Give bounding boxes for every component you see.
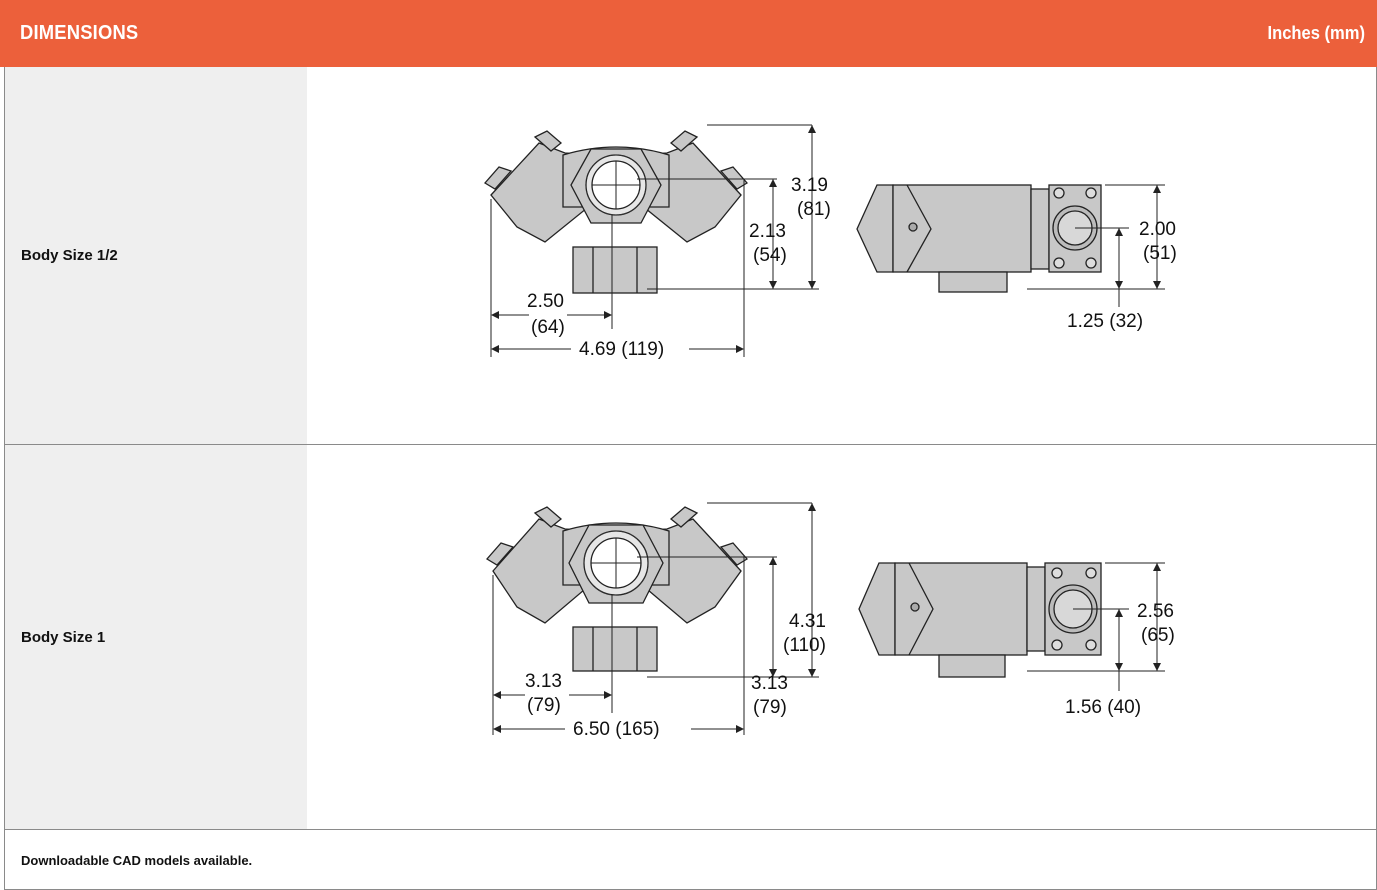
section-title: DIMENSIONS — [20, 22, 139, 44]
table-row: Body Size 1/2 — [5, 67, 1376, 445]
front-arrowheads — [491, 125, 816, 353]
footer-row: Downloadable CAD models available. — [5, 830, 1376, 890]
height-total-label: 4.31 — [789, 611, 826, 632]
dimensions-header: DIMENSIONS Inches (mm) — [0, 0, 1377, 67]
cad-models-note: Downloadable CAD models available. — [21, 852, 253, 868]
front-dimension-lines — [490, 124, 819, 357]
width-total-label: 6.50 (165) — [573, 719, 660, 740]
half-width-label: 3.13 — [525, 671, 562, 692]
drawing-cell: 3.19 (81) 2.13 (54) 2.50 (64) 4.69 (119) — [307, 67, 1376, 444]
half-width-mm-label: (64) — [531, 317, 565, 338]
height-total-mm-label: (110) — [783, 635, 826, 656]
port-center-label: 1.25 (32) — [1067, 311, 1143, 332]
height-total-mm-label: (81) — [797, 199, 831, 220]
width-total-label: 4.69 (119) — [579, 339, 664, 360]
height-center-mm-label: (79) — [753, 697, 787, 718]
height-center-label: 3.13 — [751, 673, 788, 694]
dimension-drawing-body-size-half: 3.19 (81) 2.13 (54) 2.50 (64) 4.69 (119) — [483, 124, 1177, 360]
body-size-label: Body Size 1/2 — [21, 247, 118, 264]
units-label: Inches (mm) — [1267, 23, 1365, 43]
drawing-cell: 4.31 (110) 3.13 (79) 3.13 (79) 6.50 (165… — [307, 445, 1376, 829]
height-center-label: 2.13 — [749, 221, 786, 242]
front-view-drawing — [485, 506, 749, 672]
dimension-drawing-body-size-one: 4.31 (110) 3.13 (79) 3.13 (79) 6.50 (165… — [485, 502, 1175, 740]
height-total-label: 3.19 — [791, 175, 828, 196]
body-size-label: Body Size 1 — [21, 628, 106, 646]
front-dimension-lines — [492, 502, 819, 735]
side-dimension-lines — [1027, 184, 1165, 307]
port-height-label: 2.00 — [1139, 219, 1176, 240]
dimensions-table: Body Size 1/2 — [4, 67, 1377, 890]
row-label-cell: Body Size 1 — [5, 445, 307, 829]
side-dimension-lines — [1027, 562, 1165, 691]
port-height-label: 2.56 — [1137, 601, 1174, 622]
port-center-label: 1.56 (40) — [1065, 697, 1141, 718]
side-view-drawing — [858, 562, 1102, 678]
port-height-mm-label: (65) — [1141, 625, 1175, 646]
table-row: Body Size 1 — [5, 445, 1376, 830]
half-width-label: 2.50 — [527, 291, 564, 312]
front-view-drawing — [483, 130, 749, 294]
row-label-cell: Body Size 1/2 — [5, 67, 307, 444]
side-arrowheads — [1115, 563, 1161, 671]
height-center-mm-label: (54) — [753, 245, 787, 266]
half-width-mm-label: (79) — [527, 695, 561, 716]
port-height-mm-label: (51) — [1143, 243, 1177, 264]
side-arrowheads — [1115, 185, 1161, 289]
front-arrowheads — [493, 503, 816, 733]
side-view-drawing — [856, 184, 1102, 293]
